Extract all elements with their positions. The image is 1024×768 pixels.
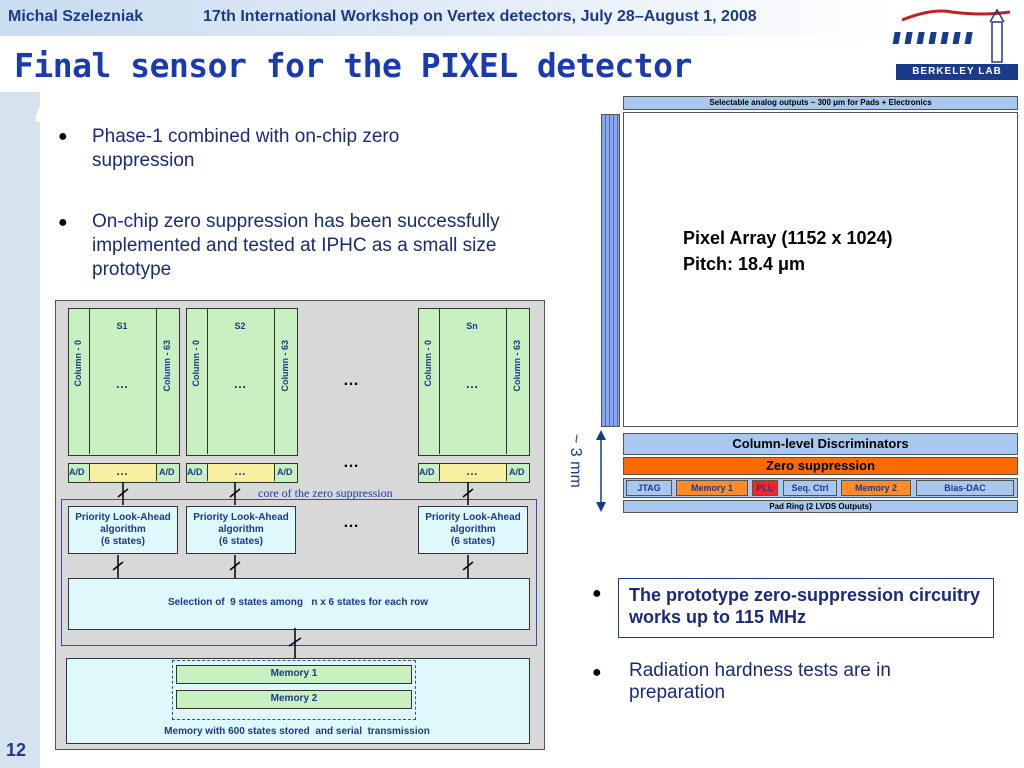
ellipsis: … bbox=[343, 514, 359, 531]
column-inner bbox=[89, 309, 157, 454]
connector-lines bbox=[112, 482, 474, 658]
pla-line: (6 states) bbox=[219, 536, 263, 547]
dimension-label: ~ 3 mm bbox=[567, 434, 584, 488]
ad-middle bbox=[89, 464, 157, 481]
pla-line: Priority Look-Ahead bbox=[75, 512, 171, 523]
ad-label: A/D bbox=[159, 467, 175, 477]
analog-outputs-bar: Selectable analog outputs ~ 300 μm for P… bbox=[623, 96, 1018, 110]
selection-box bbox=[68, 578, 530, 630]
memory-2-box: Memory 2 bbox=[176, 690, 412, 709]
jtag-block: JTAG bbox=[626, 480, 672, 496]
bias-dac-block: Bias-DAC bbox=[916, 480, 1014, 496]
section-label: Sn bbox=[466, 321, 478, 331]
core-label: core of the zero suppression bbox=[258, 486, 393, 500]
column-inner bbox=[207, 309, 275, 454]
pla-line: (6 states) bbox=[101, 536, 145, 547]
pla-box: Priority Look-Ahead algorithm (6 states) bbox=[418, 506, 528, 554]
bullet-icon: ● bbox=[58, 128, 68, 145]
pla-line: algorithm bbox=[100, 524, 146, 535]
slide-title: Final sensor for the PIXEL detector bbox=[14, 46, 692, 85]
memory-1-box: Memory 1 bbox=[176, 665, 412, 684]
header-bar bbox=[0, 0, 890, 36]
bullet-text: On-chip zero suppression has been succes… bbox=[92, 211, 500, 280]
column-discriminators-bar: Column-level Discriminators bbox=[623, 433, 1018, 455]
bullet-icon: ● bbox=[58, 214, 68, 231]
left-decor-bar bbox=[0, 92, 40, 768]
pla-line: algorithm bbox=[218, 524, 264, 535]
column-section-s2 bbox=[186, 308, 298, 456]
pla-box: Priority Look-Ahead algorithm (6 states) bbox=[68, 506, 178, 554]
logo-text: BERKELEY LAB bbox=[896, 64, 1018, 80]
ellipsis: … bbox=[343, 454, 359, 471]
selection-label: Selection of 9 states among n x 6 states… bbox=[167, 597, 429, 608]
berkeley-lab-logo-icon bbox=[892, 8, 1011, 63]
header-conference: 17th International Workshop on Vertex de… bbox=[203, 8, 757, 25]
pla-box: Priority Look-Ahead algorithm (6 states) bbox=[186, 506, 296, 554]
left-decor-corner bbox=[36, 92, 66, 122]
ellipsis: … bbox=[233, 376, 247, 391]
memory-caption: Memory with 600 states stored and serial… bbox=[164, 726, 430, 737]
header-author: Michal Szelezniak bbox=[8, 8, 144, 25]
bullet-icon: ● bbox=[592, 664, 602, 681]
pla-line: algorithm bbox=[450, 524, 496, 535]
highlight-text: The prototype zero-suppression circuitry… bbox=[629, 585, 981, 627]
pixel-stripes bbox=[601, 114, 620, 427]
ad-label: A/D bbox=[187, 467, 203, 477]
ad-label: A/D bbox=[419, 467, 435, 477]
dimension-arrow-icon bbox=[596, 430, 606, 512]
memory-1-block: Memory 1 bbox=[676, 480, 748, 496]
column-section-sn bbox=[418, 308, 530, 456]
zero-suppression-bar: Zero suppression bbox=[623, 457, 1018, 475]
pixel-array-title: Pixel Array (1152 x 1024) bbox=[683, 228, 893, 248]
core-region bbox=[61, 499, 537, 646]
column-inner bbox=[439, 309, 507, 454]
ad-label: A/D bbox=[277, 467, 293, 477]
ad-middle bbox=[207, 464, 275, 481]
column-section-s1 bbox=[68, 308, 180, 456]
section-label: S2 bbox=[234, 321, 246, 331]
memory-dashed-region bbox=[172, 660, 416, 720]
ellipsis: … bbox=[234, 464, 246, 478]
ad-label: A/D bbox=[509, 467, 525, 477]
ad-middle bbox=[439, 464, 507, 481]
ad-label: A/D bbox=[69, 467, 85, 477]
pad-ring-bar: Pad Ring (2 LVDS Outputs) bbox=[623, 500, 1018, 513]
bullet-text: Radiation hardness tests are in preparat… bbox=[629, 660, 891, 703]
ellipsis: … bbox=[343, 372, 359, 389]
ellipsis: … bbox=[116, 464, 128, 478]
pla-line: (6 states) bbox=[451, 536, 495, 547]
pll-block: PLL bbox=[752, 480, 778, 496]
page-number: 12 bbox=[6, 740, 27, 760]
seq-ctrl-block: Seq. Ctrl bbox=[783, 480, 837, 496]
memory-2-block: Memory 2 bbox=[841, 480, 911, 496]
ellipsis: … bbox=[465, 376, 479, 391]
bullet-text: Phase-1 combined with on-chip zero suppr… bbox=[92, 126, 400, 171]
section-label: S1 bbox=[116, 321, 128, 331]
pixel-array-box bbox=[623, 112, 1018, 427]
highlight-box bbox=[618, 578, 994, 638]
bullet-icon: ● bbox=[592, 585, 602, 602]
pla-line: Priority Look-Ahead bbox=[425, 512, 521, 523]
pla-line: Priority Look-Ahead bbox=[193, 512, 289, 523]
pixel-array-pitch: Pitch: 18.4 μm bbox=[683, 254, 806, 274]
ellipsis: … bbox=[466, 464, 478, 478]
ellipsis: … bbox=[115, 376, 129, 391]
